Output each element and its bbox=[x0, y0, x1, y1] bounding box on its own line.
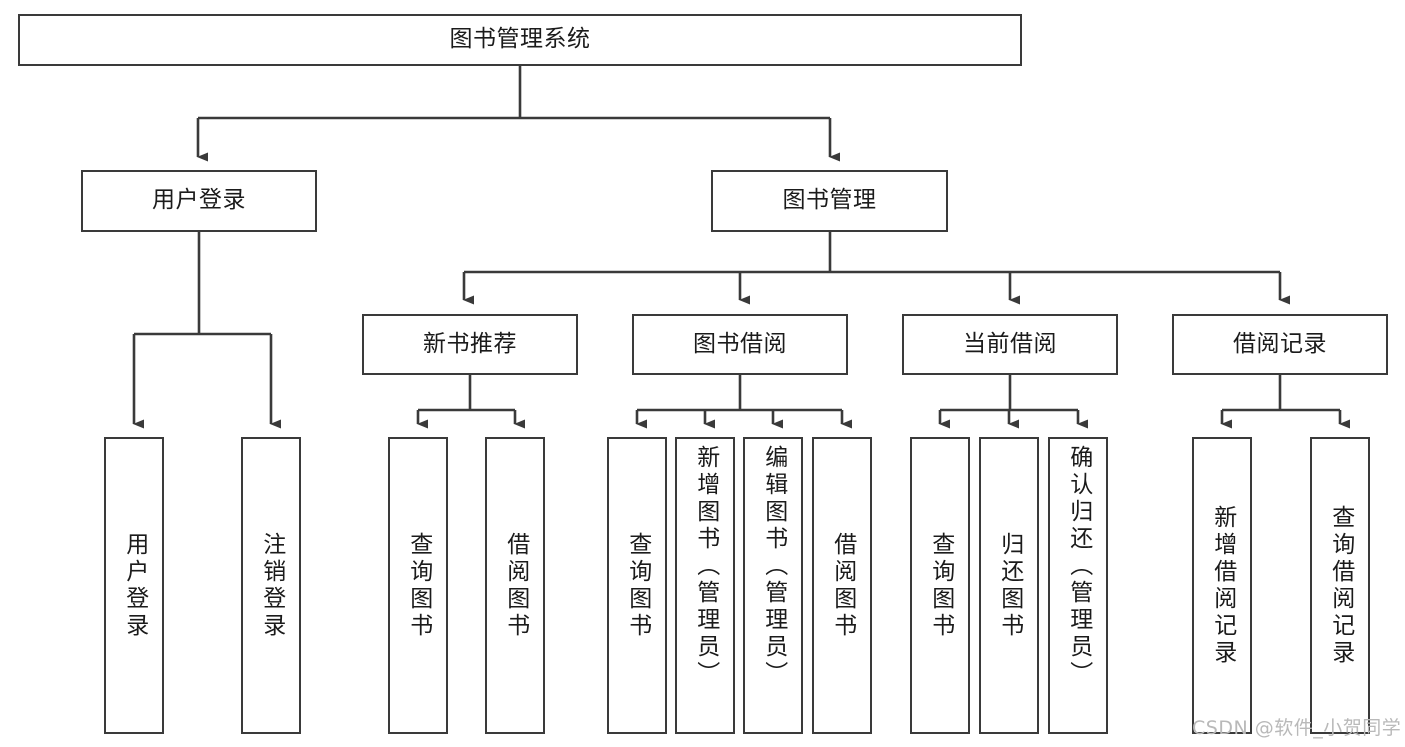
node-label: 借阅图书 bbox=[502, 531, 529, 640]
node-label: 新增借阅记录 bbox=[1209, 504, 1236, 667]
node-label: 用户登录 bbox=[121, 531, 148, 640]
leaf-book-borrow-query-books[interactable]: 查询图书 bbox=[607, 437, 667, 734]
leaf-current-borrow-return-books[interactable]: 归还图书 bbox=[979, 437, 1039, 734]
node-current-borrowing[interactable]: 当前借阅 bbox=[902, 314, 1118, 375]
node-label: 注销登录 bbox=[258, 531, 285, 640]
node-label: 借阅记录 bbox=[1233, 330, 1327, 357]
node-label: 新增图书（管理员） bbox=[692, 445, 719, 688]
node-label: 查询图书 bbox=[927, 531, 954, 640]
node-label: 查询图书 bbox=[405, 531, 432, 640]
leaf-user-login-signin[interactable]: 用户登录 bbox=[104, 437, 164, 734]
node-label: 图书管理 bbox=[782, 187, 877, 214]
node-label: 新书推荐 bbox=[423, 330, 517, 357]
node-label: 当前借阅 bbox=[963, 330, 1057, 357]
leaf-new-book-borrow-books[interactable]: 借阅图书 bbox=[485, 437, 545, 734]
node-label: 编辑图书（管理员） bbox=[760, 445, 787, 688]
node-label: 用户登录 bbox=[152, 187, 246, 214]
node-label: 图书借阅 bbox=[693, 330, 787, 357]
node-label: 确认归还（管理员） bbox=[1065, 445, 1092, 688]
node-label: 借阅图书 bbox=[829, 531, 856, 640]
leaf-borrow-record-query-record[interactable]: 查询借阅记录 bbox=[1310, 437, 1370, 734]
leaf-book-borrow-borrow-books[interactable]: 借阅图书 bbox=[812, 437, 872, 734]
leaf-new-book-query-books[interactable]: 查询图书 bbox=[388, 437, 448, 734]
node-label: 归还图书 bbox=[996, 531, 1023, 640]
node-book-management[interactable]: 图书管理 bbox=[711, 170, 948, 232]
node-label: 查询图书 bbox=[624, 531, 651, 640]
leaf-book-borrow-add-book-admin[interactable]: 新增图书（管理员） bbox=[675, 437, 735, 734]
leaf-current-borrow-query-books[interactable]: 查询图书 bbox=[910, 437, 970, 734]
node-label: 图书管理系统 bbox=[449, 26, 591, 53]
watermark-csdn: CSDN @软件_小贺同学 bbox=[1192, 717, 1402, 739]
node-borrowing-record[interactable]: 借阅记录 bbox=[1172, 314, 1388, 375]
leaf-book-borrow-edit-book-admin[interactable]: 编辑图书（管理员） bbox=[743, 437, 803, 734]
node-new-book-recommendation[interactable]: 新书推荐 bbox=[362, 314, 578, 375]
node-root-book-management-system[interactable]: 图书管理系统 bbox=[18, 14, 1022, 66]
leaf-user-login-signout[interactable]: 注销登录 bbox=[241, 437, 301, 734]
node-user-login[interactable]: 用户登录 bbox=[81, 170, 317, 232]
node-label: 查询借阅记录 bbox=[1327, 504, 1354, 667]
leaf-current-borrow-confirm-return-admin[interactable]: 确认归还（管理员） bbox=[1048, 437, 1108, 734]
leaf-borrow-record-add-record[interactable]: 新增借阅记录 bbox=[1192, 437, 1252, 734]
node-book-borrowing[interactable]: 图书借阅 bbox=[632, 314, 848, 375]
